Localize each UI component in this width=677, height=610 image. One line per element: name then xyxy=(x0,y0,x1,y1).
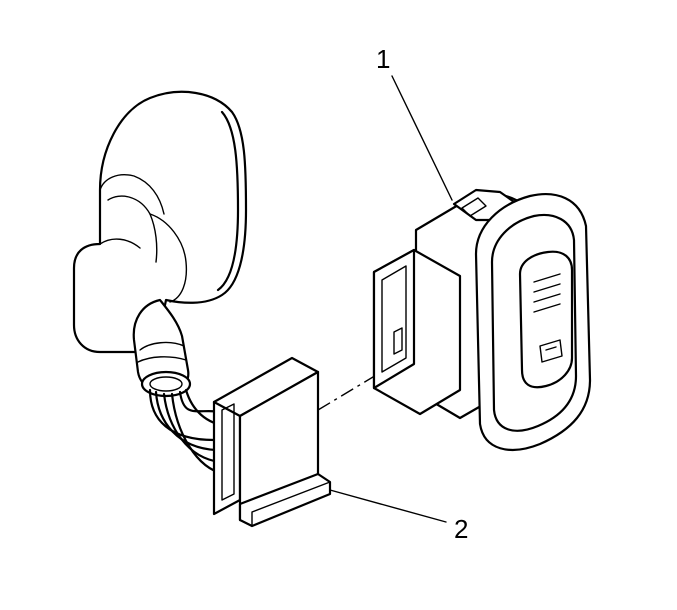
cable-sleeve-band-2 xyxy=(137,356,187,363)
cable-sleeve-end-ring xyxy=(140,370,192,398)
connector-ledge-edge xyxy=(251,481,331,527)
switch xyxy=(372,188,592,451)
harness-boot-contour-4 xyxy=(99,238,141,249)
connector-slot xyxy=(221,403,235,501)
cable-sleeve-end-inner xyxy=(149,376,183,392)
window-symbol-icon xyxy=(539,339,563,363)
switch-receptacle-inner xyxy=(381,265,407,373)
harness-boot-body xyxy=(72,90,248,354)
callout-1-label: 1 xyxy=(376,44,390,74)
harness-boot-contour xyxy=(99,174,165,215)
switch-rocker xyxy=(518,250,574,389)
switch-bezel-inner xyxy=(490,213,578,432)
harness-boot-rim xyxy=(216,110,240,292)
harness-boot-contour-3 xyxy=(149,213,188,303)
connector xyxy=(212,356,332,528)
switch-receptacle-face xyxy=(372,248,416,390)
switch-receptacle-pin-slot xyxy=(393,327,403,355)
callout-2: 2 xyxy=(329,489,468,544)
switch-rocker-ridge-4 xyxy=(533,303,561,313)
switch-top-clip-detail xyxy=(461,197,487,217)
callout-1-leader xyxy=(391,75,453,201)
alignment-dashed-line xyxy=(317,361,399,411)
cable-sleeve-band xyxy=(139,341,185,351)
switch-rocker-ridge-3 xyxy=(533,293,561,303)
cable-sleeve xyxy=(132,298,192,398)
switch-rocker-ridge-1 xyxy=(533,273,561,283)
callout-1: 1 xyxy=(376,44,453,201)
callout-2-label: 2 xyxy=(454,514,468,544)
wire-2 xyxy=(154,390,246,452)
callout-2-leader xyxy=(329,489,447,523)
switch-rocker-ridge-2 xyxy=(533,283,561,293)
wire-harness-boot xyxy=(72,90,248,354)
